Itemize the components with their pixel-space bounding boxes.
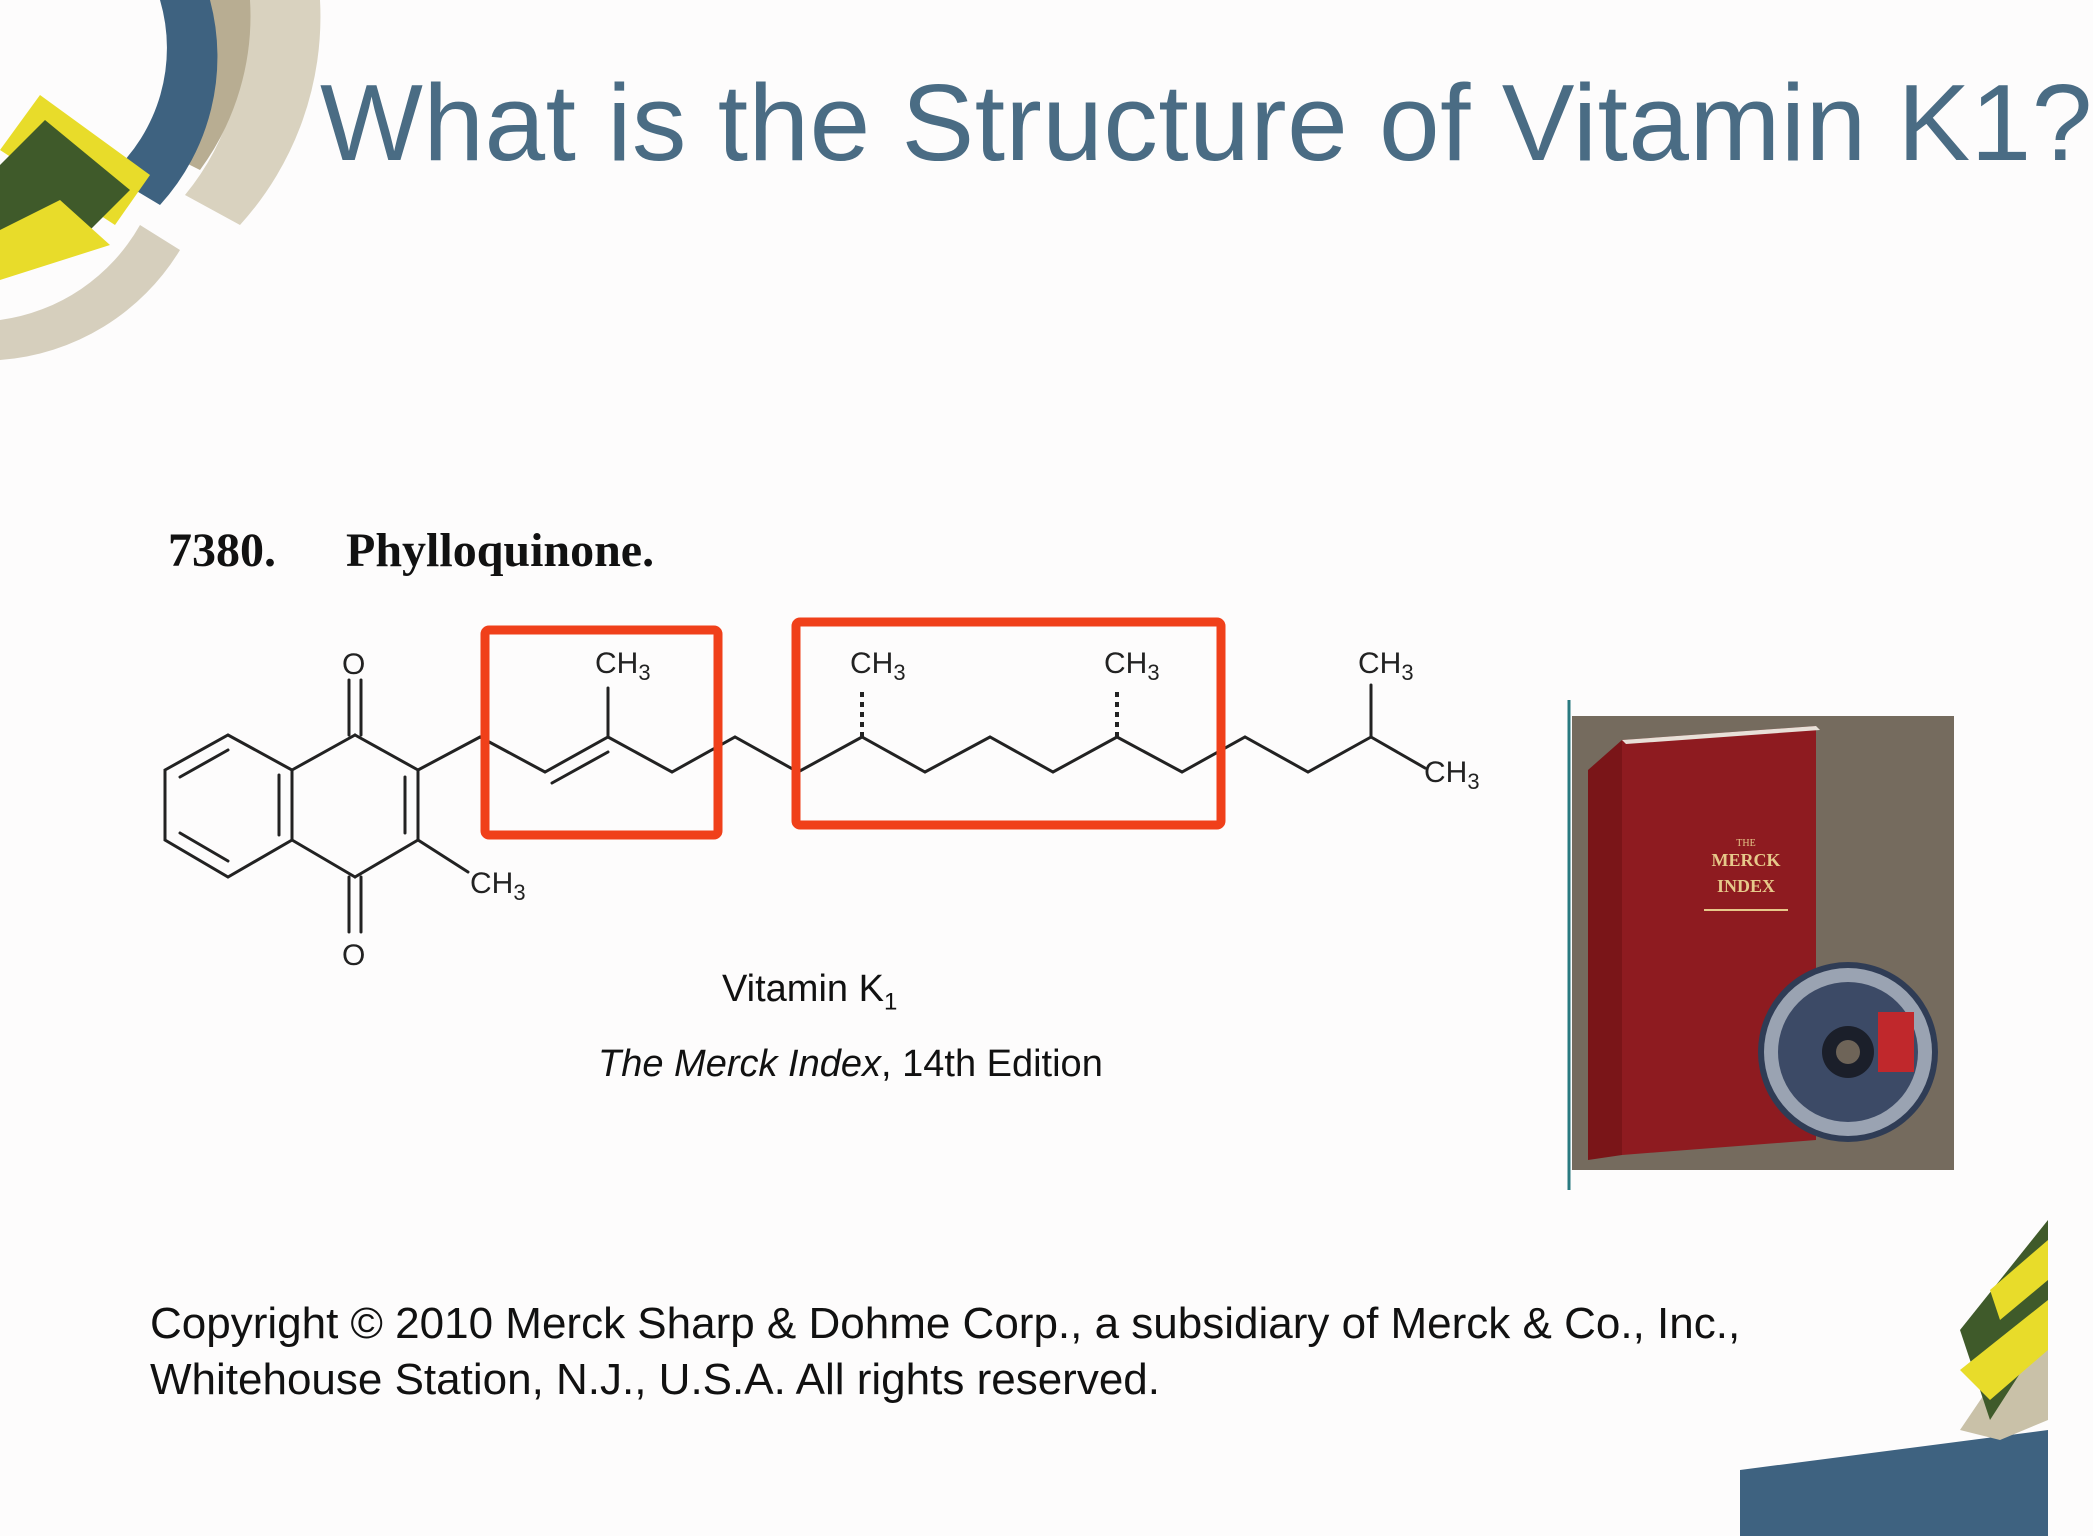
ch3-label-1: CH3 bbox=[595, 647, 651, 685]
ch3-ring-label: CH3 bbox=[470, 867, 526, 905]
skeletal-bonds bbox=[163, 678, 1427, 934]
cd-disc-icon bbox=[1758, 962, 1938, 1142]
slide-title: What is the Structure of Vitamin K1? bbox=[320, 62, 2093, 184]
ch3-tail-label: CH3 bbox=[1424, 756, 1480, 794]
ch3-label-4: CH3 bbox=[1358, 647, 1414, 685]
source-caption: The Merck Index, 14th Edition bbox=[598, 1043, 1103, 1085]
oxygen-label-bottom: O bbox=[342, 939, 365, 972]
dashed-methyl-bonds bbox=[860, 688, 1119, 737]
merck-entry-name: Phylloquinone. bbox=[346, 524, 655, 577]
book-cover-line3: INDEX bbox=[1717, 876, 1775, 896]
vitamin-name-caption: Vitamin K1 bbox=[722, 968, 898, 1016]
copyright-notice: Copyright © 2010 Merck Sharp & Dohme Cor… bbox=[150, 1296, 1950, 1408]
merck-entry-number: 7380. bbox=[168, 524, 276, 577]
highlight-box-isoprene-saturated bbox=[791, 617, 1226, 830]
merck-index-book-photo: THE MERCK INDEX bbox=[1567, 700, 1954, 1190]
oxygen-label-top: O bbox=[342, 648, 365, 681]
corner-decoration-top-left bbox=[0, 0, 321, 360]
ch3-label-3: CH3 bbox=[1104, 647, 1160, 685]
book-cover-line1: THE bbox=[1736, 838, 1755, 849]
book-cover-line2: MERCK bbox=[1712, 850, 1781, 870]
vitamin-k1-structure-diagram: O O CH3 CH3 CH3 CH3 CH3 CH3 bbox=[163, 617, 1480, 972]
copyright-line-2: Whitehouse Station, N.J., U.S.A. All rig… bbox=[150, 1355, 1160, 1404]
ch3-label-2: CH3 bbox=[850, 647, 906, 685]
copyright-line-1: Copyright © 2010 Merck Sharp & Dohme Cor… bbox=[150, 1299, 1741, 1348]
highlight-box-isoprene-unsaturated bbox=[480, 625, 723, 840]
